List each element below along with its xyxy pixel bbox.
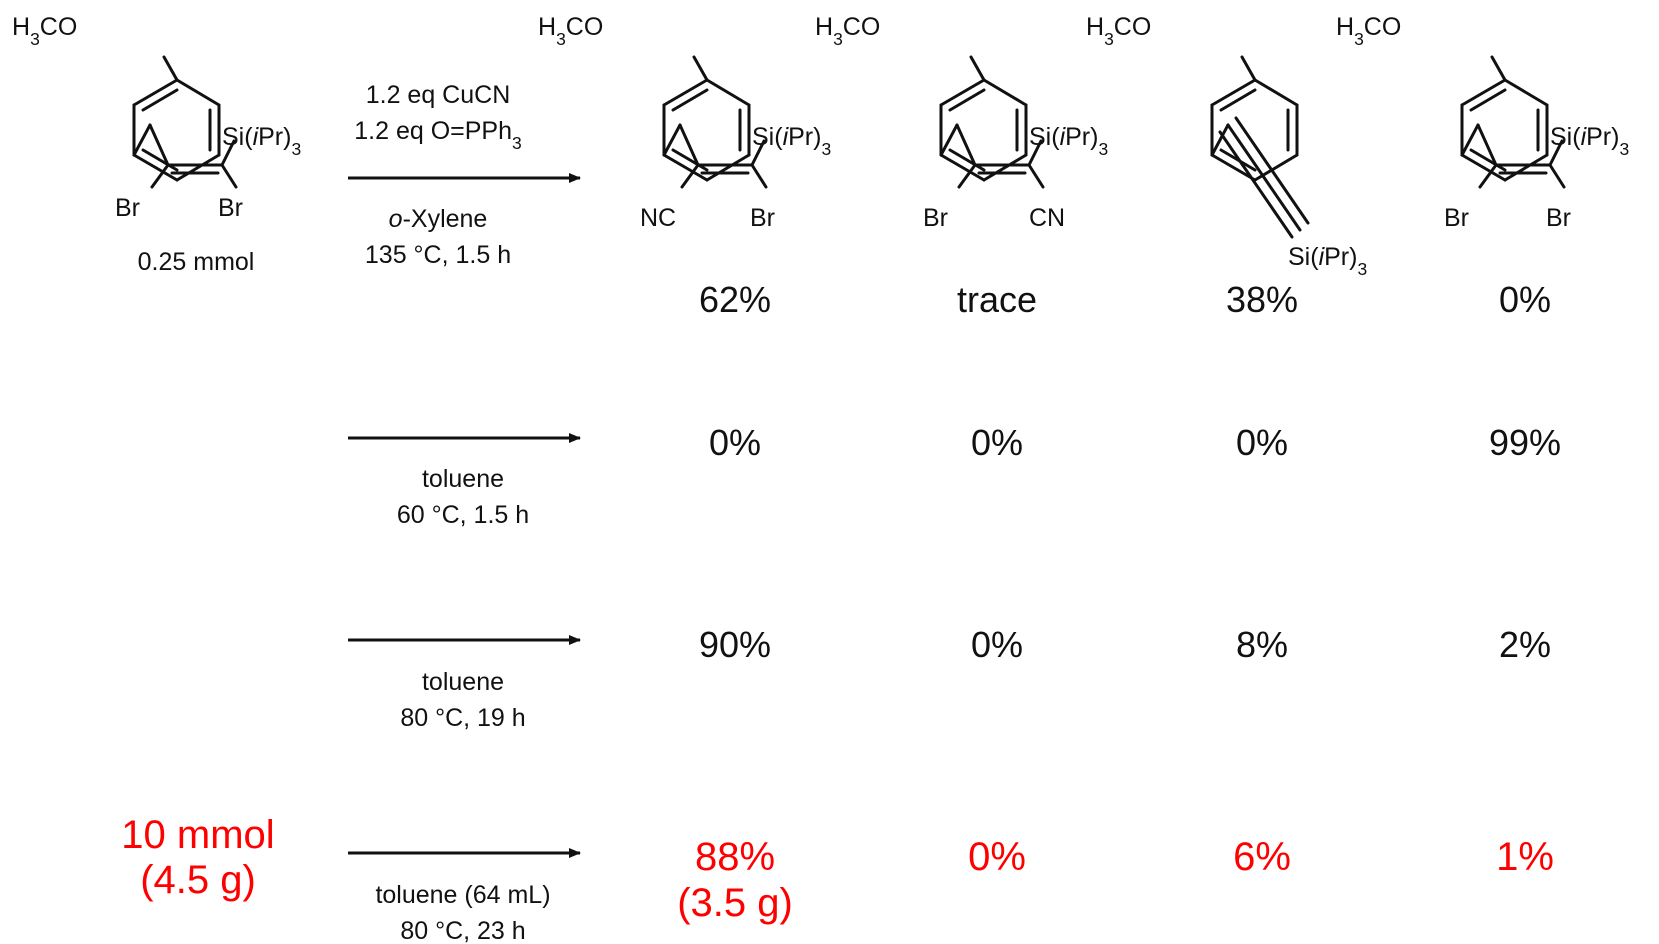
yield-r3-p4: 2% [1499,624,1551,665]
methoxy-label: H3CO [1086,13,1151,49]
yield-r4-p4: 1% [1496,835,1554,879]
yield-r2-p2: 0% [971,422,1023,463]
starting-amount: 0.25 mmol [138,248,255,276]
conditions-2-solvent: toluene [422,465,504,493]
product-bromo-cyano-alkene: H3CO Si(iPr)3 Br CN [815,13,1108,232]
br-label-right: Br [218,194,243,222]
methoxy-label: H3CO [12,13,77,49]
tips-label: Si(iPr)3 [1288,243,1367,279]
yield-r4-p2: 0% [968,835,1026,879]
yield-r3-p1: 90% [699,624,771,665]
yield-r1-p1: 62% [699,279,771,320]
yield-r2-p3: 0% [1236,422,1288,463]
conditions-2-temp: 60 °C, 1.5 h [397,501,529,529]
yield-r3-p2: 0% [971,624,1023,665]
yield-r4-p3: 6% [1233,835,1291,879]
br-label: Br [923,204,948,232]
conditions-1-solvent: o-Xylene [389,205,488,233]
yield-r4-p1-mass: (3.5 g) [677,881,793,925]
br-label-left: Br [115,194,140,222]
conditions-4-temp: 80 °C, 23 h [400,917,525,944]
reagent-line-2: 1.2 eq O=PPh3 [354,117,522,153]
cn-label: CN [1029,204,1065,232]
recovered-starting-material: H3CO Si(iPr)3 Br Br [1336,13,1629,232]
yield-r1-p3: 38% [1226,279,1298,320]
yield-r4-p1: 88% [695,835,775,879]
product-cyano-bromo-alkene: H3CO Si(iPr)3 NC Br [538,13,831,232]
br-label-right: Br [1546,204,1571,232]
starting-material: H3CO Si(iPr)3 Br Br [12,13,301,222]
yield-r2-p4: 99% [1489,422,1561,463]
tips-label: Si(iPr)3 [752,123,831,159]
scale-up-amount: 10 mmol [121,813,274,857]
yield-r1-p4: 0% [1499,279,1551,320]
yield-r3-p3: 8% [1236,624,1288,665]
methoxy-label: H3CO [538,13,603,49]
tips-label: Si(iPr)3 [1550,123,1629,159]
tips-label: Si(iPr)3 [222,123,301,159]
conditions-3-temp: 80 °C, 19 h [400,704,525,732]
br-label-left: Br [1444,204,1469,232]
scale-up-mass: (4.5 g) [140,858,256,902]
br-label: Br [750,204,775,232]
tips-label: Si(iPr)3 [1029,123,1108,159]
methoxy-label: H3CO [1336,13,1401,49]
product-silyl-alkyne: H3CO Si(iPr)3 [1086,13,1367,279]
methoxy-label: H3CO [815,13,880,49]
yield-r2-p1: 0% [709,422,761,463]
nc-label: NC [640,204,676,232]
conditions-1-temp: 135 °C, 1.5 h [365,241,511,269]
yield-r1-p2: trace [957,279,1037,320]
conditions-4-solvent: toluene (64 mL) [375,881,550,909]
conditions-3-solvent: toluene [422,668,504,696]
reagent-line-1: 1.2 eq CuCN [366,81,511,109]
